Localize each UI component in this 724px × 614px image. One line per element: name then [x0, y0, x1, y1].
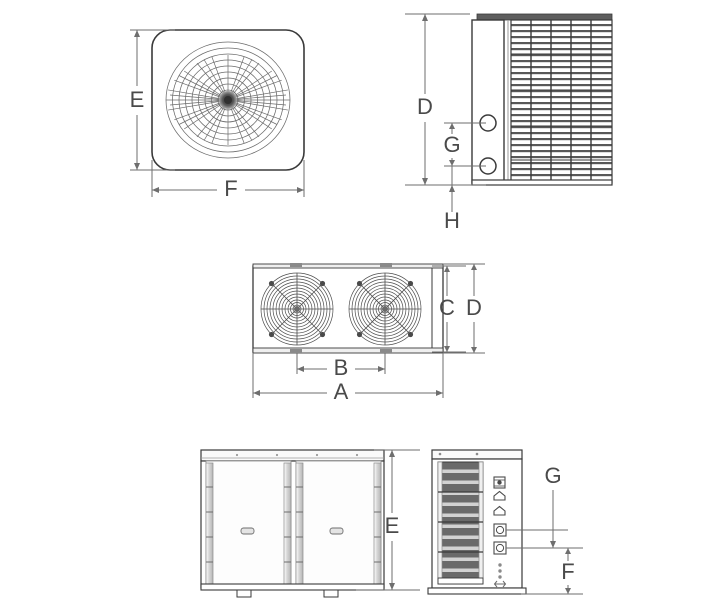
coil-row-dividers [511, 53, 612, 161]
dimension-c-middle [432, 265, 466, 353]
dimension-d-middle [443, 263, 485, 354]
front-panel-right [295, 460, 382, 589]
side-elev-base [427, 587, 527, 595]
view-fan-face: E F [130, 29, 305, 201]
dimension-g-bottom-right [550, 490, 556, 548]
coil-right-rail [478, 461, 484, 585]
fan-grille-spokes [166, 55, 290, 145]
front-base-rail [200, 583, 385, 591]
dimension-label-d-side: D [417, 94, 433, 119]
dimension-label-f: F [224, 176, 237, 201]
dimension-e-top-left [130, 29, 175, 171]
dimension-label-e-front: E [385, 513, 400, 538]
dimension-label-c: C [439, 295, 455, 320]
plan-mount-tabs [290, 263, 392, 353]
fan-guard-right [348, 272, 422, 346]
plan-bottom-rail [252, 347, 444, 354]
fan-hub-center [224, 96, 232, 104]
view-side-coil: D G H [405, 13, 613, 233]
service-connection-symbols [493, 476, 507, 588]
dimension-label-h: H [444, 208, 460, 233]
panel-handle-right[interactable] [329, 527, 344, 535]
front-foot-right [323, 589, 339, 598]
dimension-label-d-plan: D [466, 295, 482, 320]
view-side-elevation: G F [427, 449, 583, 595]
coil-bottom-rail [437, 577, 484, 585]
fan-guard-screws [268, 280, 326, 338]
dimension-label-g-side: G [443, 132, 460, 157]
coil-top-cap [476, 13, 613, 21]
coil-left-rail [437, 461, 443, 585]
dimension-b-middle [296, 353, 386, 374]
ground-arrow-icon [493, 580, 507, 588]
finned-coil [510, 19, 613, 184]
dimension-label-g-front: G [544, 463, 561, 488]
front-top-screws [235, 453, 359, 457]
view-front-elevation: E [200, 449, 420, 598]
view-top-plan: C D B A [252, 263, 485, 404]
front-rail-segments [206, 486, 381, 563]
fan-guard-left [260, 272, 334, 346]
dimension-label-f-side: F [561, 559, 574, 584]
dimension-label-e: E [130, 87, 145, 112]
fan-grille [165, 41, 291, 159]
dimension-g-top-right [444, 122, 486, 167]
dimension-a-middle [252, 353, 444, 398]
dimension-f-top-left [151, 160, 305, 197]
connection-symbol-pentagon-lower [493, 505, 506, 516]
connection-symbol-pentagon-upper [493, 490, 506, 501]
dimension-label-a: A [334, 379, 349, 404]
dimension-f-bottom-right [521, 547, 583, 595]
louvered-coil [437, 461, 484, 585]
dimension-e-bottom-left [356, 449, 420, 591]
front-foot-left [236, 589, 252, 598]
dimension-label-b: B [334, 355, 349, 380]
front-panel-left [205, 460, 292, 589]
indicator-dots [498, 563, 502, 579]
fan-guard-screws [356, 280, 414, 338]
dimension-h-top-right [430, 166, 486, 212]
plan-top-rail [252, 263, 444, 269]
louver-band-dividers [438, 491, 483, 553]
side-base-rail [471, 179, 613, 186]
side-elev-top-screws [438, 452, 479, 456]
coil-column-dividers [530, 20, 592, 183]
panel-handle-left[interactable] [240, 527, 255, 535]
